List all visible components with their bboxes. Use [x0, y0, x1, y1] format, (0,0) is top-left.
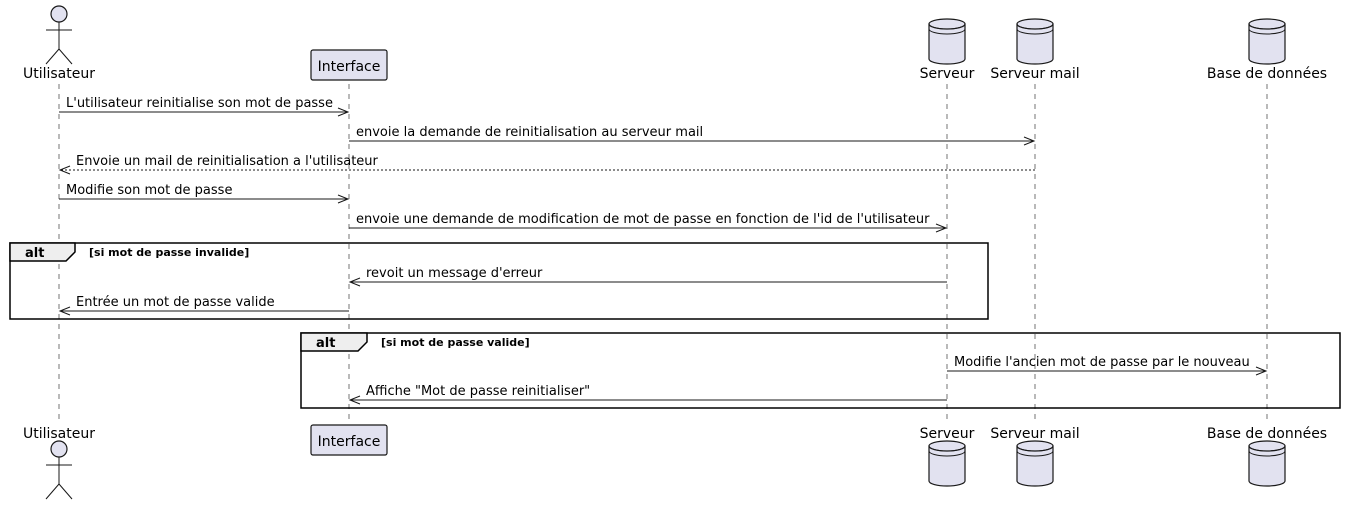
database-icon — [928, 440, 966, 487]
database-icon — [1016, 18, 1054, 65]
arrowhead-icon — [337, 107, 350, 117]
database-icon — [1248, 440, 1286, 487]
alt-fragment: alt [si mot de passe invalide] — [9, 242, 989, 320]
message-1: L'utilisateur reinitialise son mot de pa… — [59, 96, 350, 117]
message-label: Modifie l'ancien mot de passe par le nou… — [954, 355, 1250, 370]
arrowhead-icon — [1255, 366, 1268, 376]
participant-db-top: Base de données — [1207, 18, 1327, 82]
message-label: Entrée un mot de passe valide — [76, 295, 275, 310]
message-5: envoie une demande de modification de mo… — [349, 212, 948, 233]
database-icon — [928, 18, 966, 65]
message-2: envoie la demande de reinitialisation au… — [349, 125, 1036, 146]
arrowhead-icon — [58, 165, 71, 175]
participant-user-bottom: Utilisateur — [23, 426, 95, 500]
arrowhead-icon — [935, 223, 948, 233]
message-label: revoit un message d'erreur — [366, 266, 543, 281]
participant-label: Utilisateur — [23, 66, 95, 82]
arrowhead-icon — [1023, 136, 1036, 146]
participant-label: Serveur — [920, 426, 975, 442]
message-8: Modifie l'ancien mot de passe par le nou… — [947, 355, 1268, 376]
message-9: Affiche "Mot de passe reinitialiser" — [348, 384, 947, 405]
arrowhead-icon — [337, 194, 350, 204]
message-label: Modifie son mot de passe — [66, 183, 232, 198]
messages: L'utilisateur reinitialise son mot de pa… — [58, 96, 1268, 405]
participant-box — [310, 424, 388, 456]
message-6: revoit un message d'erreur — [348, 266, 947, 287]
fragment-condition: [si mot de passe invalide] — [89, 246, 249, 259]
message-label: L'utilisateur reinitialise son mot de pa… — [66, 96, 333, 111]
participant-label: Base de données — [1207, 426, 1327, 442]
participant-mail-top: Serveur mail — [990, 18, 1080, 82]
message-label: envoie la demande de reinitialisation au… — [356, 125, 703, 140]
participant-db-bottom: Base de données — [1207, 426, 1327, 487]
message-7: Entrée un mot de passe valide — [58, 295, 349, 316]
participant-label: Utilisateur — [23, 426, 95, 442]
fragment-condition: [si mot de passe valide] — [381, 336, 530, 349]
arrowhead-icon — [348, 395, 361, 405]
participant-label: Serveur — [920, 66, 975, 82]
participant-box — [310, 49, 388, 81]
message-4: Modifie son mot de passe — [59, 183, 350, 204]
participant-srv-bottom: Serveur — [920, 426, 975, 487]
fragment-keyword: alt — [316, 336, 335, 351]
database-icon — [1016, 440, 1054, 487]
actor-icon — [45, 440, 73, 500]
fragment-tab — [300, 332, 368, 352]
participant-srv-top: Serveur — [920, 18, 975, 82]
participant-user-top: Utilisateur — [23, 5, 95, 82]
participant-ui-bottom: Interface — [310, 424, 388, 456]
alt-fragment: alt [si mot de passe valide] — [300, 332, 1341, 409]
participant-label: Serveur mail — [990, 426, 1079, 442]
message-label: envoie une demande de modification de mo… — [356, 212, 930, 227]
arrowhead-icon — [58, 306, 71, 316]
message-3: Envoie un mail de reinitialisation a l'u… — [58, 154, 1035, 175]
participant-heads: UtilisateurUtilisateurInterfaceInterface… — [23, 5, 1327, 500]
database-icon — [1248, 18, 1286, 65]
fragment-keyword: alt — [25, 246, 44, 261]
participant-ui-top: Interface — [310, 49, 388, 81]
arrowhead-icon — [348, 277, 361, 287]
participant-mail-bottom: Serveur mail — [990, 426, 1080, 487]
participant-label: Interface — [318, 59, 381, 75]
participant-label: Interface — [318, 434, 381, 450]
message-label: Affiche "Mot de passe reinitialiser" — [366, 384, 590, 399]
actor-icon — [45, 5, 73, 65]
participant-label: Base de données — [1207, 66, 1327, 82]
fragment-tab — [9, 242, 76, 262]
participant-label: Serveur mail — [990, 66, 1079, 82]
message-label: Envoie un mail de reinitialisation a l'u… — [76, 154, 379, 169]
alt-fragments: alt [si mot de passe invalide] alt [si mot … — [9, 242, 1341, 409]
